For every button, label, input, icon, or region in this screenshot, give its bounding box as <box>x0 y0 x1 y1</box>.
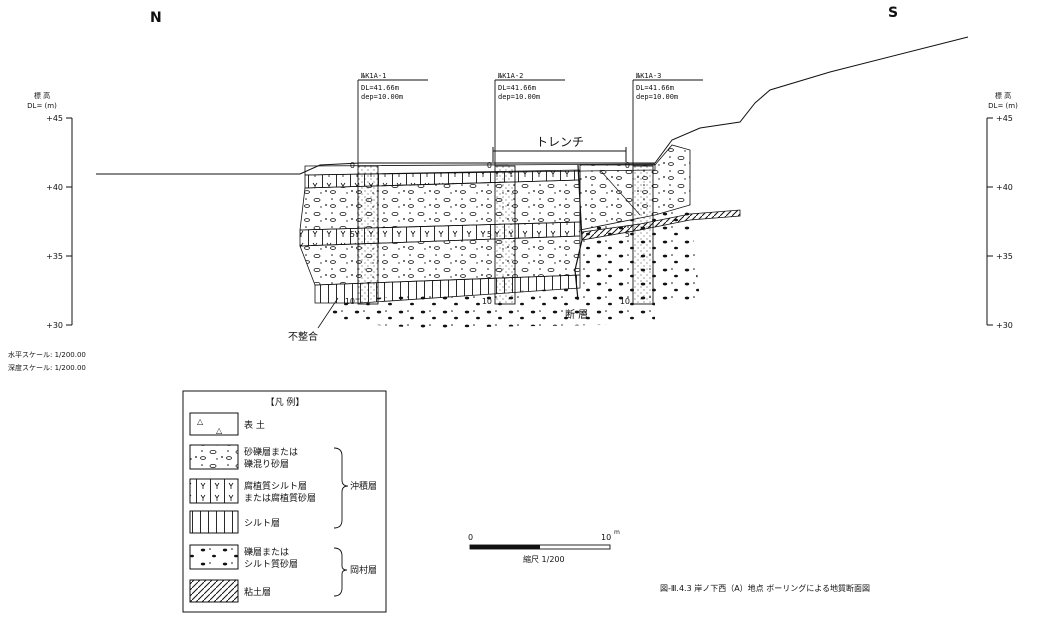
svg-text:礫層または: 礫層または <box>244 546 289 558</box>
legend-item-gravel: 礫層または シルト質砂層 <box>189 544 298 570</box>
vertical-scale: 深度スケール: 1/200.00 <box>8 363 86 372</box>
borehole-id: №K1A-3 <box>635 72 661 80</box>
svg-text:シルト質砂層: シルト質砂層 <box>244 558 298 570</box>
depth-label: 5 <box>350 230 355 239</box>
depth-label: 5 <box>625 230 630 239</box>
scale-caption: 縮尺 1/200 <box>523 554 565 564</box>
axis-unit: DL= (m) <box>988 102 1018 110</box>
borehole-dl: DL=41.66m <box>636 84 674 92</box>
unconformity-leader <box>317 297 339 329</box>
legend-title: 【凡 例】 <box>266 396 305 408</box>
borehole-dep: dep=10.00m <box>636 93 678 101</box>
scale-end: 10 <box>601 533 611 542</box>
svg-text:シルト層: シルト層 <box>244 518 280 529</box>
tick-label: +40 <box>46 183 63 192</box>
trench-marker: トレンチ <box>492 135 627 162</box>
depth-label: 10 <box>620 297 630 306</box>
tick-label: +40 <box>996 183 1013 192</box>
borehole-dl: DL=41.66m <box>361 84 399 92</box>
brace-alluvium <box>333 447 349 529</box>
legend-item-silt: シルト層 <box>189 510 280 534</box>
brace-okamura <box>333 547 348 597</box>
depth-label: 0 <box>487 161 492 170</box>
borehole-dl: DL=41.66m <box>498 84 536 92</box>
borehole-id: №K1A-2 <box>497 72 523 80</box>
borehole-dep: dep=10.00m <box>361 93 403 101</box>
svg-text:腐植質シルト層: 腐植質シルト層 <box>244 480 307 492</box>
borehole-1: №K1A-1 DL=41.66m dep=10.00m 0 5 10 <box>345 72 428 306</box>
trench-label: トレンチ <box>536 135 584 149</box>
depth-label: 10 <box>482 297 492 306</box>
legend-item-humic: 腐植質シルト層 または腐植質砂層 <box>189 478 316 504</box>
south-label: S <box>888 5 898 21</box>
left-elevation-axis: 標 高 DL= (m) +45 +40 +35 +30 <box>27 91 73 330</box>
tick-label: +35 <box>996 252 1013 261</box>
axis-unit: DL= (m) <box>27 102 57 110</box>
axis-title: 標 高 <box>995 91 1011 100</box>
gravel-layer <box>330 283 655 328</box>
tick-label: +45 <box>996 114 1013 123</box>
svg-text:礫混り砂層: 礫混り砂層 <box>244 458 289 470</box>
fault-label: 断 層 <box>565 308 588 321</box>
figure-caption: 図-Ⅲ.4.3 岸ノ下西（A）地点 ボーリングによる地質断面図 <box>660 583 870 593</box>
svg-text:表 土: 表 土 <box>244 419 265 431</box>
depth-label: 10 <box>345 297 355 306</box>
borehole-2: №K1A-2 DL=41.66m dep=10.00m 0 5 10 <box>482 72 565 306</box>
tick-label: +30 <box>46 321 63 330</box>
horizontal-scale: 水平スケール: 1/200.00 <box>8 350 86 359</box>
svg-text:または腐植質砂層: または腐植質砂層 <box>244 492 316 504</box>
axis-title: 標 高 <box>34 91 50 100</box>
scale-start: 0 <box>468 533 473 542</box>
topsoil-layer <box>304 163 656 176</box>
borehole-id: №K1A-1 <box>360 72 386 80</box>
depth-label: 0 <box>625 161 630 170</box>
north-label: N <box>150 10 162 26</box>
depth-label: 0 <box>350 161 355 170</box>
svg-text:砂礫層または: 砂礫層または <box>244 446 298 458</box>
right-elevation-axis: 標 高 DL= (m) +45 +40 +35 +30 <box>986 91 1018 330</box>
legend-item-clay: 粘土層 <box>189 579 271 603</box>
borehole-3: №K1A-3 DL=41.66m dep=10.00m 0 5 10 <box>620 72 703 306</box>
gravel-sand-layer <box>299 179 581 231</box>
legend-item-gravel-sand: 砂礫層または 礫混り砂層 <box>189 444 298 470</box>
fault-line <box>574 164 583 301</box>
group-okamura: 岡村層 <box>350 564 377 576</box>
legend: 【凡 例】 △ △ 表 土 砂礫層または 礫混り砂層 腐植質シルト層 または腐植… <box>182 390 387 613</box>
svg-text:粘土層: 粘土層 <box>244 586 271 598</box>
depth-label: 5 <box>487 230 492 239</box>
scale-unit: m <box>614 529 620 536</box>
scale-bar: 0 10 m 縮尺 1/200 <box>468 529 620 564</box>
tick-label: +30 <box>996 321 1013 330</box>
svg-text:△: △ <box>197 417 204 426</box>
clay-layer <box>581 209 741 241</box>
tick-label: +35 <box>46 252 63 261</box>
legend-item-topsoil: △ △ 表 土 <box>189 412 265 436</box>
svg-text:△: △ <box>216 426 223 435</box>
borehole-dep: dep=10.00m <box>498 93 540 101</box>
unconformity-label: 不整合 <box>288 330 318 343</box>
tick-label: +45 <box>46 114 63 123</box>
group-alluvium: 沖積層 <box>350 480 377 492</box>
ground-surface <box>96 36 969 175</box>
